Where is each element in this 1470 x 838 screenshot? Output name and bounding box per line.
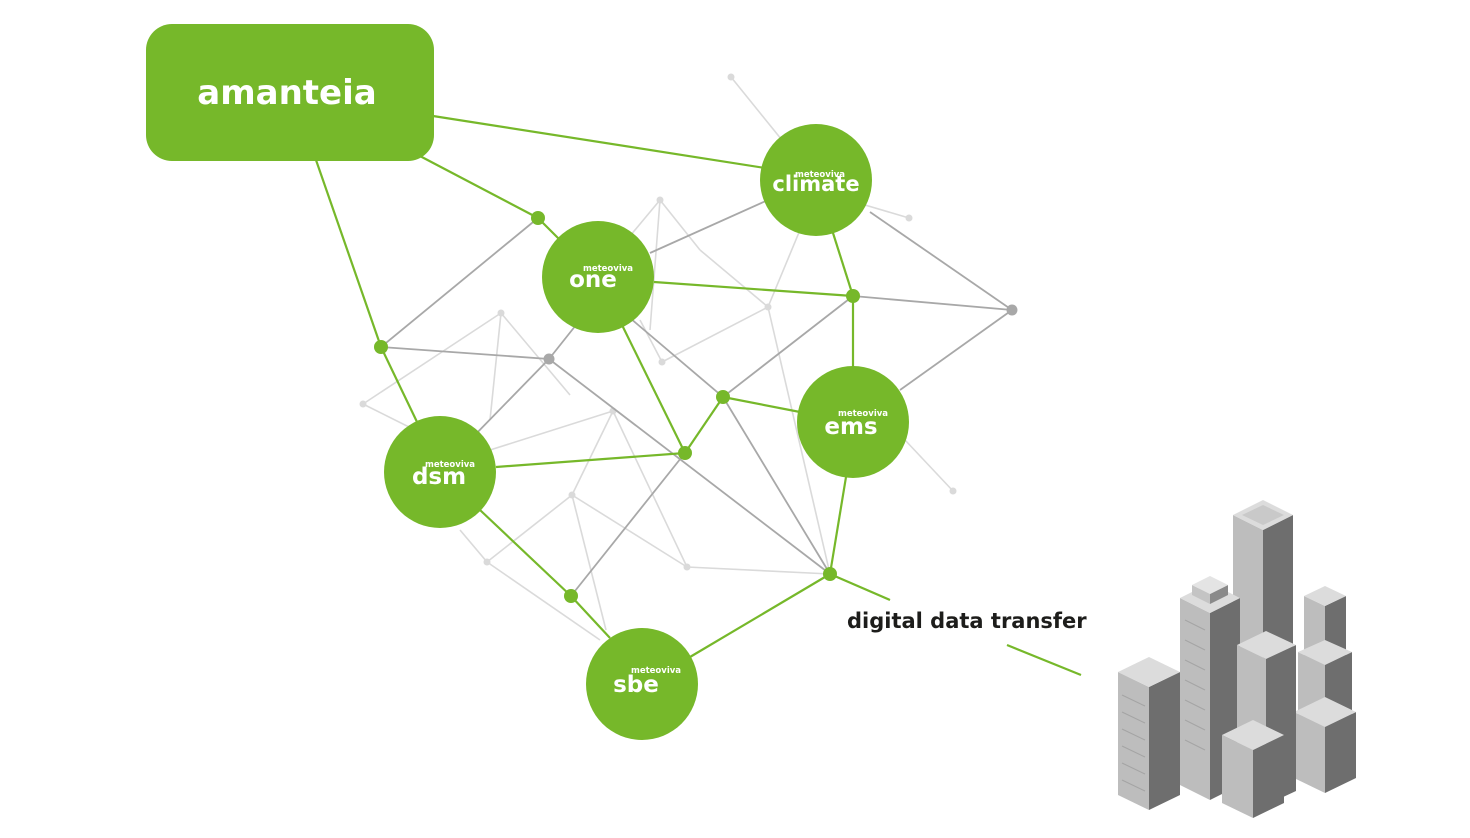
junction-nodes: [374, 211, 1018, 603]
product-brand-label: meteoviva: [838, 409, 888, 419]
product-name-label: climate: [772, 172, 859, 196]
product-node-one: meteoviva one: [542, 221, 654, 333]
product-node-ems: meteoviva ems: [797, 366, 909, 478]
product-brand-label: meteoviva: [583, 264, 633, 274]
product-name-label: ems: [824, 414, 877, 440]
platform-label: amanteia: [197, 73, 376, 113]
amanteia-platform-box: amanteia: [146, 24, 434, 161]
green-connection-lines: [314, 114, 1082, 677]
product-name-label: dsm: [412, 464, 466, 490]
product-name-label: sbe: [613, 672, 659, 698]
product-name-label: one: [569, 267, 617, 293]
background-mesh: [362, 76, 954, 641]
product-brand-label: meteoviva: [631, 666, 681, 676]
product-brand-label: meteoviva: [425, 460, 475, 470]
product-node-climate: meteoviva climate: [760, 124, 872, 236]
gray-network-lines: [380, 199, 1013, 597]
background-mesh-dots: [359, 73, 957, 571]
product-brand-label: meteoviva: [795, 170, 845, 180]
product-node-dsm: meteoviva dsm: [384, 416, 496, 528]
city-buildings-icon: [1118, 500, 1356, 818]
product-node-sbe: meteoviva sbe: [586, 628, 698, 740]
data-transfer-label: digital data transfer: [847, 609, 1087, 633]
